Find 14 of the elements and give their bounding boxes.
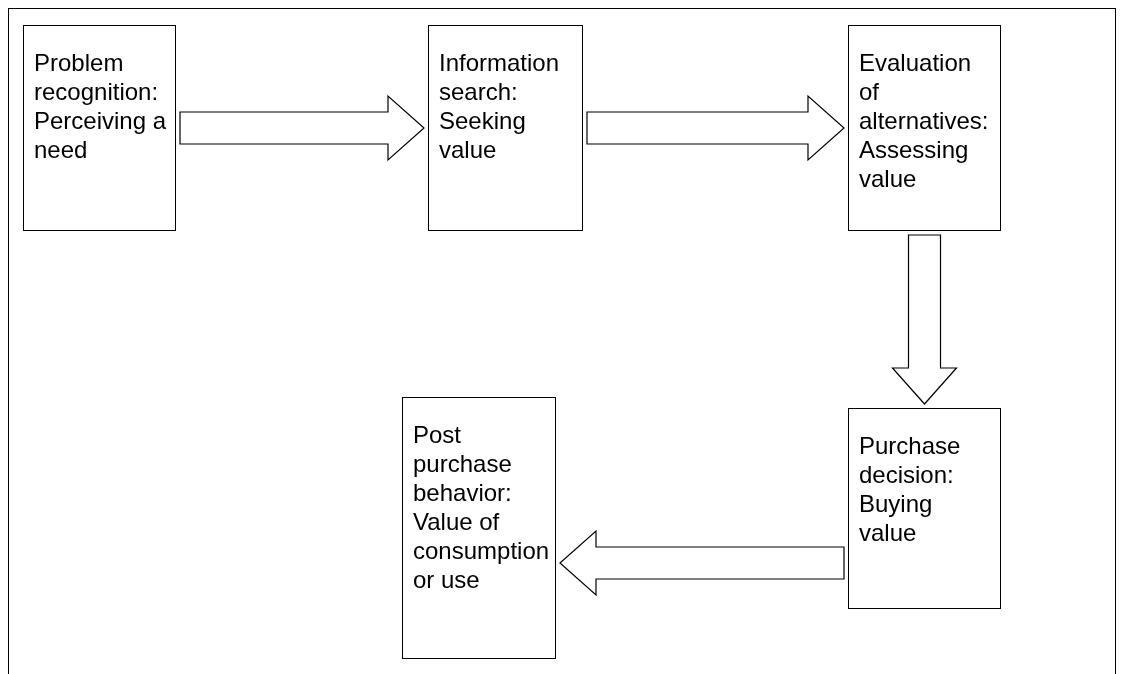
block-arrow: [891, 234, 958, 405]
process-box: [23, 25, 176, 231]
block-arrow: [586, 94, 845, 162]
process-box: [428, 25, 583, 231]
process-box: [848, 25, 1001, 231]
step-text: Problem recognition: Perceiving a need: [34, 48, 167, 164]
block-arrow: [179, 94, 425, 162]
step-text: Post purchase behavior: Value of consumption or use: [413, 420, 547, 594]
process-box: [402, 397, 556, 659]
step-text: Purchase decision: Buying value: [859, 431, 962, 547]
step-text: Evaluation of alternatives: Assessing value: [859, 48, 990, 193]
process-box: [848, 408, 1001, 609]
block-arrow: [559, 529, 845, 597]
step-text: Information search: Seeking value: [439, 48, 561, 164]
